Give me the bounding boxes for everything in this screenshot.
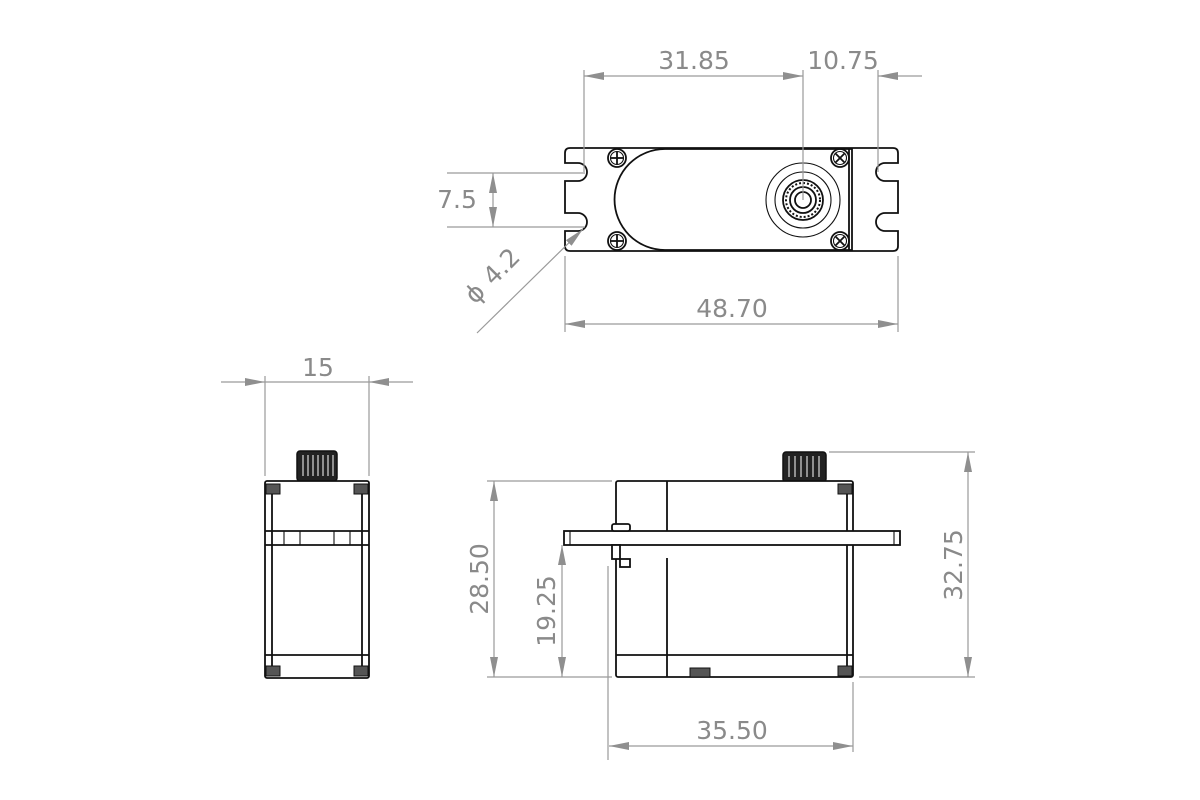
case-body — [613, 148, 853, 251]
screw-icon — [607, 231, 627, 251]
dim-total-height: 32.75 — [939, 529, 968, 601]
dim-hole-diameter: 4.2 — [477, 242, 526, 291]
hole-diameter-symbol: ϕ — [459, 277, 491, 309]
screw-icon — [607, 148, 627, 168]
dim-width: 15 — [302, 353, 334, 382]
dim-body-height: 28.50 — [465, 543, 494, 615]
flange-outline — [564, 147, 899, 252]
side-view: 15 — [221, 353, 413, 679]
dim-flange-height: 19.25 — [532, 575, 561, 647]
screw-icon — [830, 231, 850, 251]
dim-body-length: 35.50 — [696, 716, 768, 745]
dim-slot-pitch: 7.5 — [437, 185, 477, 214]
top-view: 31.85 10.75 7.5 ϕ 4.2 48.70 — [437, 46, 922, 334]
dim-mount-to-output: 31.85 — [658, 46, 730, 75]
screw-icon — [830, 148, 850, 168]
front-view: 28.50 19.25 32.75 35.50 — [465, 451, 975, 760]
dim-output-to-mount: 10.75 — [807, 46, 879, 75]
dim-overall-length: 48.70 — [696, 294, 768, 323]
